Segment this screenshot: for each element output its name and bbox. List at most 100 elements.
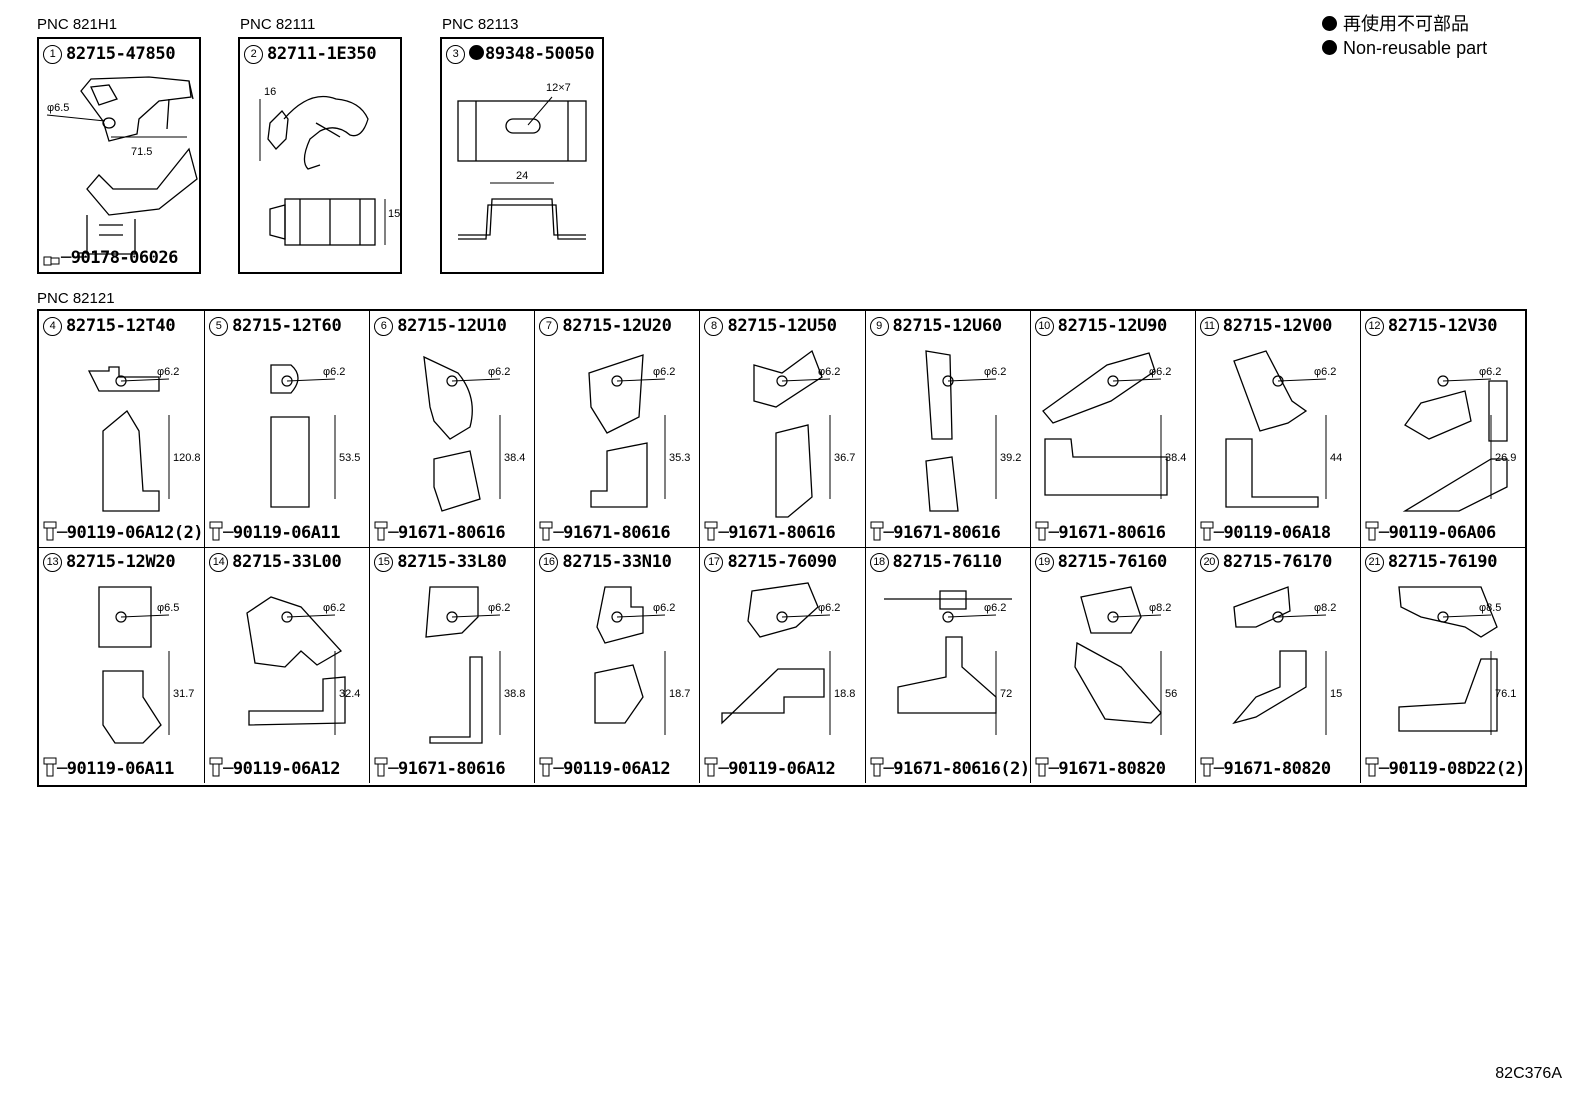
callout-number: 5 xyxy=(209,317,229,336)
dim-label: 15 xyxy=(388,208,400,220)
dim-label: 35.3 xyxy=(669,452,690,464)
part-number: 82715-12T40 xyxy=(66,316,176,336)
bracket-drawing: φ6.226.9 xyxy=(1402,366,1516,512)
dim-label: φ8.2 xyxy=(1314,602,1336,614)
dim-label: 26.9 xyxy=(1495,452,1516,464)
bolt-part-number: 91671-80616 xyxy=(728,523,836,543)
leader-line xyxy=(120,614,170,618)
bolt-callout: ─91671-80616 xyxy=(1035,521,1166,543)
bolt-icon xyxy=(539,757,553,777)
bracket-drawing: φ6.2 18.8 xyxy=(721,582,856,735)
part-number: 82715-12T60 xyxy=(232,316,342,336)
pnc-label: PNC 821H1 xyxy=(37,16,118,33)
part-number: 82715-12V30 xyxy=(1387,316,1498,336)
bolt-icon xyxy=(374,757,388,777)
dim-label: 18.8 xyxy=(834,688,855,700)
bracket-drawing: φ6.235.3 xyxy=(588,354,691,508)
dim-label: φ6.2 xyxy=(818,602,840,614)
callout-number: 17 xyxy=(704,553,724,572)
bracket-outline xyxy=(425,586,483,744)
bracket-outline xyxy=(1231,586,1307,725)
bolt-icon xyxy=(43,256,60,266)
callout-number: 20 xyxy=(1199,553,1219,572)
leader-line xyxy=(1442,614,1491,618)
dim-label: 38.4 xyxy=(504,452,525,464)
bolt-icon xyxy=(1365,521,1379,541)
bracket-drawing: φ6.5 71.5 xyxy=(46,76,198,258)
part-number: 82715-12U90 xyxy=(1057,316,1168,336)
part-number: 82715-76110 xyxy=(892,552,1003,572)
leader-line xyxy=(1112,378,1161,382)
bracket-drawing: φ6.218.7 xyxy=(594,586,691,735)
legend: 再使用不可部品 Non-reusable part xyxy=(1322,12,1487,60)
bolt-icon xyxy=(1365,757,1379,777)
bolt-icon xyxy=(1200,757,1214,777)
callout-number: 15 xyxy=(374,553,394,572)
part-number: 89348-50050 xyxy=(485,44,595,64)
bracket-outline xyxy=(423,355,481,512)
bolt-part-number: 90119-06A12 xyxy=(728,759,836,779)
bolt-callout: ─90119-06A12 xyxy=(704,757,836,779)
callout-number: 4 xyxy=(43,317,62,336)
leader-line xyxy=(782,614,831,618)
pnc-label: PNC 82111 xyxy=(240,16,316,33)
bolt-icon xyxy=(209,521,223,541)
dim-label: 12×7 xyxy=(546,82,571,94)
bolt-part-number: 91671-80820 xyxy=(1058,759,1166,779)
bolt-part-number: 90119-06A12 xyxy=(563,759,671,779)
bolt-callout: ─91671-80820 xyxy=(1035,757,1166,779)
dim-label: φ8.5 xyxy=(1479,602,1501,614)
bolt-icon xyxy=(209,757,223,777)
dim-label: 72 xyxy=(1000,688,1012,700)
bracket-outline xyxy=(594,586,645,724)
bolt-callout: ─90178-06026 xyxy=(43,248,178,268)
bolt-callout: ─91671-80616 xyxy=(374,757,506,779)
dim-label: φ6.2 xyxy=(157,366,179,378)
dim-label: φ6.5 xyxy=(47,102,69,114)
part-number: 82715-76190 xyxy=(1387,552,1498,572)
bracket-outline xyxy=(924,350,959,512)
bolt-callout: ─90119-06A06 xyxy=(1365,521,1496,543)
dim-label: φ6.2 xyxy=(323,602,345,614)
bracket-drawing: φ6.244 xyxy=(1225,350,1342,508)
dim-label: 53.5 xyxy=(339,452,360,464)
bolt-icon xyxy=(1035,757,1049,777)
leader-line xyxy=(452,614,501,618)
bolt-part-number: 90119-06A12(2) xyxy=(66,523,204,543)
bolt-callout: ─91671-80616 xyxy=(539,521,671,543)
bolt-part-number: 91671-80616 xyxy=(397,523,506,543)
leader-line xyxy=(947,614,996,618)
bolt-part-number: 90119-06A12 xyxy=(232,759,341,779)
dim-label: 38.8 xyxy=(504,688,525,700)
part-number: 82715-12W20 xyxy=(66,552,176,572)
bracket-outline xyxy=(1225,350,1319,508)
bolt-part-number: 90119-06A18 xyxy=(1223,523,1332,543)
leader-line xyxy=(617,378,666,382)
